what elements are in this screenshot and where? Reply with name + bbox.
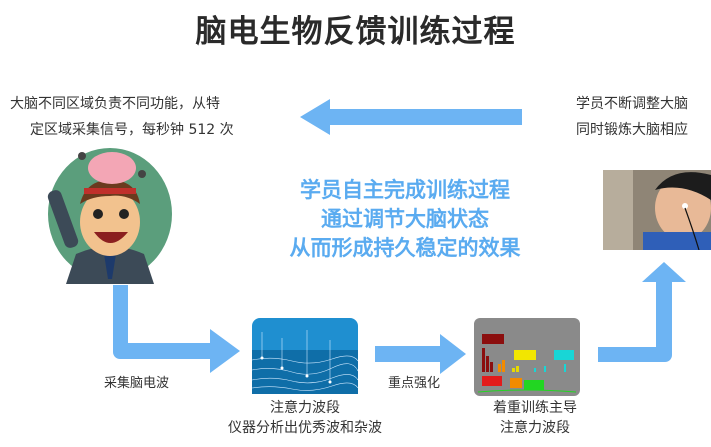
center-message-line: 从而形成持久稳定的效果 [289, 236, 521, 260]
training-caption-line: 注意力波段 [500, 420, 570, 436]
training-caption-line: 着重训练主导 [493, 400, 577, 416]
diagram-title: 脑电生物反馈训练过程 [195, 14, 516, 50]
wave-analysis-screen [252, 318, 358, 394]
left-description: 大脑不同区域负责不同功能，从特 定区域采集信号，每秒钟 512 次 [10, 91, 234, 143]
arrow-right-up [598, 262, 686, 362]
left-description-line: 定区域采集信号，每秒钟 512 次 [30, 122, 234, 138]
arrow-top-left [300, 99, 522, 135]
emphasize-label: 重点强化 [388, 376, 441, 391]
cartoon-man-brain-illustration [47, 148, 172, 284]
analysis-caption: 注意力波段 仪器分析出优秀波和杂波 [205, 398, 405, 438]
student-training-photo [603, 170, 711, 250]
arrow-middle [375, 334, 466, 374]
left-description-line: 大脑不同区域负责不同功能，从特 [10, 96, 220, 112]
attention-training-screen [474, 318, 580, 396]
right-description: 学员不断调整大脑 同时锻炼大脑相应 [576, 91, 688, 143]
arrow-left-down-right [113, 285, 240, 373]
analysis-caption-line: 仪器分析出优秀波和杂波 [228, 420, 382, 436]
center-message-line: 学员自主完成训练过程 [300, 178, 510, 202]
analysis-caption-line: 注意力波段 [270, 400, 340, 416]
center-message: 学员自主完成训练过程 通过调节大脑状态 从而形成持久稳定的效果 [230, 176, 580, 263]
center-message-line: 通过调节大脑状态 [321, 207, 489, 231]
right-description-line: 同时锻炼大脑相应 [576, 122, 688, 138]
right-description-line: 学员不断调整大脑 [576, 96, 688, 112]
collect-eeg-label: 采集脑电波 [104, 376, 170, 391]
training-caption: 着重训练主导 注意力波段 [435, 398, 635, 438]
